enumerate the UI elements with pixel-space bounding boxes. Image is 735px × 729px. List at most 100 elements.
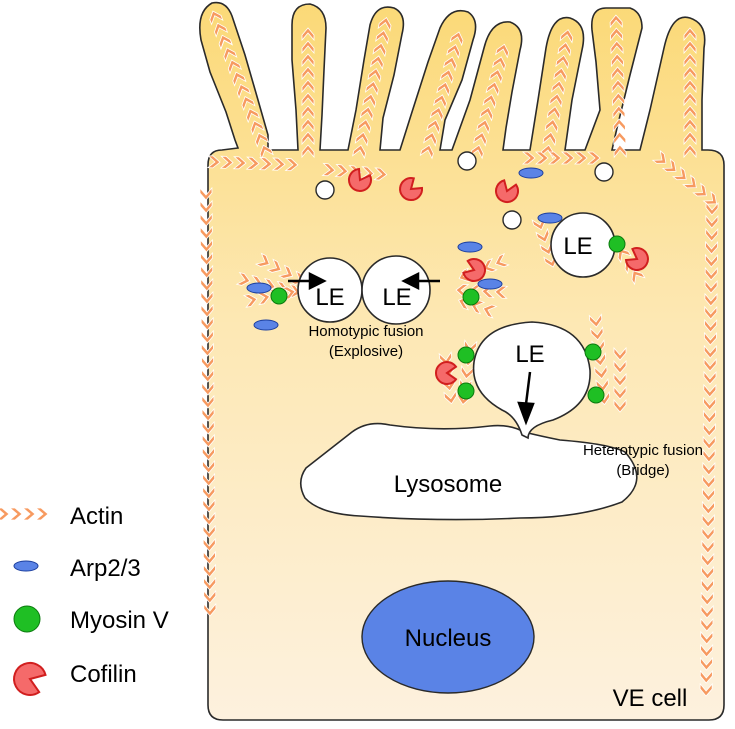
actin-chevron (476, 119, 491, 135)
actin-chevron (245, 156, 260, 170)
actin-chevron (446, 44, 461, 59)
actin-chevron (423, 132, 438, 147)
arrow-down-head (517, 401, 535, 426)
actin-chevron (485, 81, 500, 97)
actin-chevron (232, 156, 247, 170)
actin-chevron (701, 552, 715, 567)
actin-chevron (219, 155, 234, 169)
nucleus-label: Nucleus (405, 625, 492, 652)
actin-chevron (242, 294, 258, 308)
cofilin (495, 179, 519, 204)
actin-chevron (588, 313, 603, 328)
actin-chevron (301, 27, 315, 42)
actin-chevron (488, 68, 503, 84)
arp23-complex (477, 278, 503, 290)
actin-chevron (672, 166, 687, 181)
lysosome-label: Lysosome (394, 471, 503, 498)
actin-chevron (555, 54, 569, 70)
actin-chevron (250, 120, 265, 136)
actin-chevron (259, 144, 274, 160)
actin-chevron (202, 472, 216, 487)
actin-chevron (201, 446, 215, 461)
arp23-complex (246, 282, 272, 294)
actin-chevron (702, 435, 716, 450)
actin-chevron (611, 79, 625, 94)
myosin-circle-icon (13, 605, 41, 633)
legend-label-arp23: Arp2/3 (70, 555, 141, 582)
actin-chevron (703, 396, 717, 411)
myosin-v (457, 382, 475, 400)
nucleus (361, 580, 535, 694)
arp23-complex (457, 241, 483, 253)
le-label-upper-right: LE (563, 233, 592, 260)
actin-bigle-right-1 (588, 313, 611, 406)
actin-chevron (218, 34, 233, 50)
actin-chevron (201, 407, 215, 422)
actin-chevron (683, 27, 697, 42)
actin-chevron (429, 106, 444, 122)
small-vesicle (457, 151, 477, 171)
actin-lateral-right (699, 201, 719, 697)
actin-chevron (202, 498, 216, 513)
arp23-complex (537, 212, 563, 224)
actin-chevron (613, 398, 627, 413)
actin-chevron (201, 381, 215, 396)
actin-chevron (284, 158, 299, 172)
cofilin (462, 258, 487, 282)
actin-chevron (369, 55, 384, 70)
actin-chevron (683, 131, 697, 146)
actin-chevron (201, 355, 215, 370)
actin-chevron (704, 266, 718, 281)
actin-apical-4 (651, 149, 718, 205)
actin-chevron (560, 151, 575, 165)
actin-chevron (200, 303, 214, 318)
actin-chevron (495, 43, 510, 59)
late-endosome-large (472, 321, 591, 440)
actin-chevron (200, 264, 214, 279)
actin-chevron (613, 372, 627, 387)
actin-chevron (609, 14, 623, 29)
fusion-arrows (288, 271, 535, 426)
actin-chevron (367, 67, 382, 83)
actin-chevron (442, 56, 457, 72)
actin-chevron (301, 118, 315, 133)
actin-chevron (202, 459, 216, 474)
actin-chevron (301, 131, 315, 146)
actin-chevron (439, 69, 454, 84)
actin-chevron (301, 144, 315, 159)
actin-chevron (278, 264, 294, 279)
actin-chevron (359, 106, 374, 121)
actin-chevron (199, 225, 213, 240)
actin-chevron (553, 67, 567, 83)
actin-chevron (201, 420, 215, 435)
actin-chevron (372, 42, 387, 58)
myosin-v (270, 287, 288, 305)
actin-chevron (702, 500, 715, 515)
actin-chevron (482, 304, 498, 319)
small-vesicle (315, 180, 335, 200)
actin-chevron (352, 144, 366, 160)
actin-chevron (613, 346, 627, 361)
actin-chevron (700, 617, 714, 632)
small-vesicle (502, 210, 522, 230)
actin-chevron (286, 283, 302, 298)
myosin-v-motors (270, 235, 626, 404)
myosin-v (587, 386, 605, 404)
actin-chevron (683, 92, 697, 107)
actin-chevron (547, 151, 562, 165)
actin-chevron (426, 119, 441, 135)
actin-chevron (34, 507, 49, 521)
actin-chevron (441, 376, 456, 392)
actin-chevron (254, 252, 270, 267)
actin-chevron (573, 151, 588, 165)
actin-chevron (705, 201, 719, 216)
actin-chevron (200, 316, 214, 331)
actin-chevron (703, 409, 716, 424)
actin-bigle-right-2 (613, 346, 627, 413)
actin-chevron (199, 186, 213, 201)
actin-chevron (702, 461, 716, 476)
actin-chevron (21, 507, 36, 521)
myosin-v (457, 346, 475, 364)
actin-chevron (364, 80, 379, 96)
legend-label-actin: Actin (70, 503, 123, 530)
